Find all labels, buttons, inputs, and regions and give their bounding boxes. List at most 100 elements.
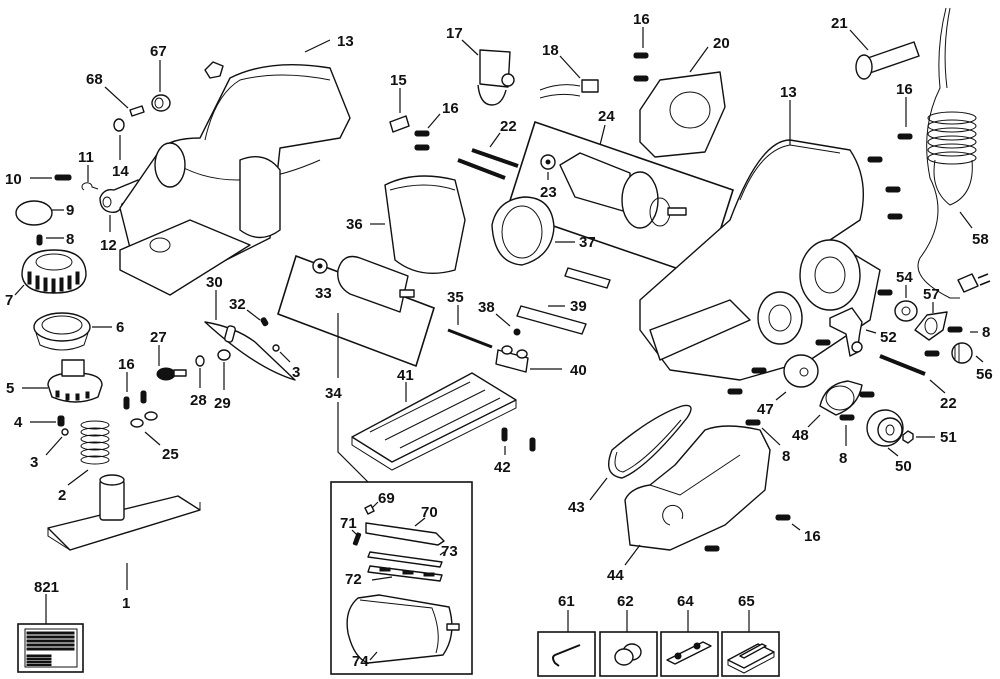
- callout-73: 73: [441, 543, 458, 560]
- blade-holder-part-39: [516, 267, 611, 335]
- callout-30: 30: [206, 274, 223, 291]
- callout-57: 57: [923, 286, 940, 303]
- spring-part-11: [81, 165, 99, 191]
- screw-part-16-middle: [414, 113, 441, 151]
- callout-24: 24: [598, 108, 615, 125]
- nut-part-51: [902, 430, 935, 444]
- callout-821: 821: [34, 579, 59, 596]
- callout-70: 70: [421, 504, 438, 521]
- callout-8-mid-b: 8: [839, 450, 847, 467]
- bushing-part-67: [151, 60, 171, 112]
- bearing-part-47: [775, 354, 819, 401]
- front-shoe-part-1: [47, 474, 201, 590]
- callout-10: 10: [5, 171, 22, 188]
- callout-27: 27: [150, 329, 167, 346]
- screw-part-42: [501, 427, 536, 455]
- callout-1: 1: [122, 595, 130, 612]
- wire-part-18: [539, 55, 599, 99]
- tie-rod-part-22-right: [879, 354, 946, 394]
- callout-17: 17: [446, 25, 463, 42]
- gasket-part-48: [807, 380, 863, 428]
- callout-9: 9: [66, 202, 74, 219]
- cutterhead-box-part-34: [277, 254, 435, 378]
- grip-part-21: [849, 29, 920, 80]
- pulley-part-50: [866, 409, 904, 457]
- screw-part-8-mid-b: [839, 414, 855, 446]
- rear-shoe-part-41: [351, 372, 517, 471]
- ring-part-6: [33, 312, 112, 351]
- callout-3-left: 3: [30, 454, 38, 471]
- screw-part-69: [364, 501, 379, 515]
- callout-20: 20: [713, 35, 730, 52]
- callout-51: 51: [940, 429, 957, 446]
- washer-part-25: [130, 411, 161, 446]
- pivot-part-29: [217, 349, 231, 390]
- housing-left-part-13: [119, 39, 351, 296]
- fence-guide-icon: [666, 641, 712, 665]
- callout-18: 18: [542, 42, 559, 59]
- callout-16-top: 16: [633, 11, 650, 28]
- screw-part-8-mid-a: [745, 419, 781, 446]
- callout-7: 7: [5, 292, 13, 309]
- bearing-part-54: [877, 285, 918, 322]
- knob-part-7: [14, 249, 87, 296]
- callout-61: 61: [558, 593, 575, 610]
- callout-42: 42: [494, 459, 511, 476]
- callout-34: 34: [325, 385, 342, 402]
- blade-sharpener-icon: [727, 643, 775, 674]
- baffle-ring-part-37: [491, 196, 575, 266]
- callout-54: 54: [896, 269, 913, 286]
- belt-cover-part-44: [624, 425, 771, 566]
- accessory-62-dust-adapter: [599, 610, 658, 677]
- spring-part-32: [246, 309, 269, 327]
- callout-12: 12: [100, 237, 117, 254]
- accessory-65-sharpener: [721, 610, 780, 677]
- callout-67: 67: [150, 43, 167, 60]
- callout-33: 33: [315, 285, 332, 302]
- callout-68: 68: [86, 71, 103, 88]
- switch-part-17: [461, 39, 515, 106]
- callout-35: 35: [447, 289, 464, 306]
- callout-56: 56: [976, 366, 993, 383]
- callout-16-right: 16: [896, 81, 913, 98]
- callout-47: 47: [757, 401, 774, 418]
- belt-part-43: [589, 404, 692, 501]
- hex-key-icon: [552, 644, 581, 667]
- screw-part-10: [30, 174, 72, 181]
- callout-43: 43: [568, 499, 585, 516]
- callout-36: 36: [346, 216, 363, 233]
- callout-39: 39: [570, 298, 587, 315]
- knob-base-part-5: [22, 359, 103, 403]
- callout-65: 65: [738, 593, 755, 610]
- screw-part-8-right: [924, 326, 978, 357]
- callout-8-left: 8: [66, 231, 74, 248]
- nut-part-28: [195, 355, 205, 388]
- callout-71: 71: [340, 515, 357, 532]
- housing-right-part-13: [639, 100, 881, 381]
- callout-64: 64: [677, 593, 694, 610]
- screw-part-8-left: [36, 234, 64, 246]
- accessory-61-hex-key: [537, 610, 596, 677]
- callout-40: 40: [570, 362, 587, 379]
- cap-part-9: [15, 200, 64, 226]
- callout-41: 41: [397, 367, 414, 384]
- cam-part-27: [156, 345, 187, 381]
- callout-74: 74: [352, 653, 369, 670]
- blade-holder-part-70: [365, 517, 445, 546]
- callout-58: 58: [972, 231, 989, 248]
- pin-part-35: [447, 305, 493, 349]
- callout-16-lower-left: 16: [118, 356, 135, 373]
- accessory-64-fence: [660, 610, 719, 677]
- brush-holder-part-20: [639, 46, 726, 158]
- callout-14: 14: [112, 163, 129, 180]
- callout-52: 52: [880, 329, 897, 346]
- callout-22-right: 22: [940, 395, 957, 412]
- callout-29: 29: [214, 395, 231, 412]
- spring-part-71: [351, 529, 362, 546]
- spring-part-38: [495, 313, 521, 336]
- callout-11: 11: [78, 149, 94, 166]
- plate-part-57: [914, 302, 948, 341]
- cutterhead-part-74: [346, 594, 460, 664]
- callout-38: 38: [478, 299, 495, 316]
